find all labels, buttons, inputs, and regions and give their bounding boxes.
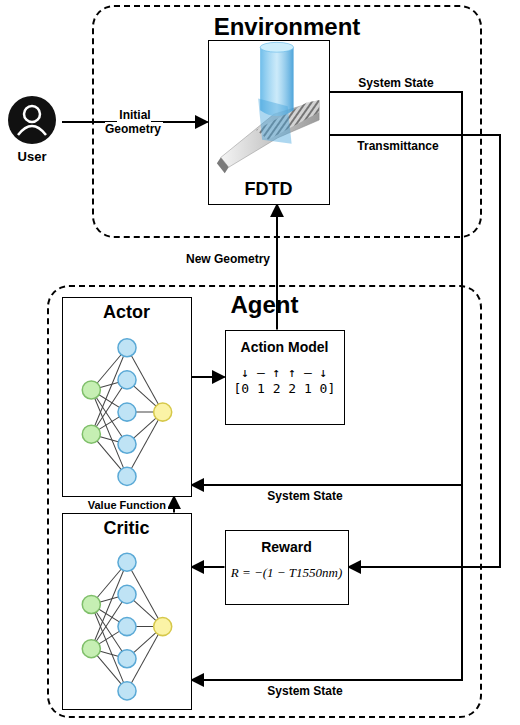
node-title: User <box>4 149 60 164</box>
flow-arrow <box>173 497 175 513</box>
flow-arrow <box>192 376 225 378</box>
node-body: [0 1 2 2 1 0] <box>234 381 336 397</box>
node-title: Actor <box>63 298 191 323</box>
edge-label: New Geometry <box>184 252 272 266</box>
edge-label: Value Function <box>86 499 168 511</box>
actor-box: Actor <box>62 297 192 497</box>
flow-arrow <box>192 566 225 568</box>
action-model-box: Action Model ↓ – ↑ ↑ – ↓[0 1 2 2 1 0] <box>225 330 345 425</box>
node-title: Reward <box>261 539 312 555</box>
edge-label: System State <box>265 489 344 503</box>
node-title: Action Model <box>241 339 329 355</box>
node-body: ↓ – ↑ ↑ – ↓ <box>234 365 328 381</box>
node-title: Critic <box>63 514 191 539</box>
node-body: R = −(1 − T1550nm) <box>231 565 343 581</box>
reward-box: Reward R = −(1 − T1550nm) <box>225 530 349 605</box>
edge-label: Transmittance <box>355 139 440 153</box>
neural-net-icon <box>63 298 191 496</box>
fdtd-box: FDTD <box>208 40 330 205</box>
signal-label: System State <box>356 76 435 90</box>
user-icon <box>4 95 60 145</box>
node-title: Environment <box>94 13 480 41</box>
node-title: FDTD <box>209 179 329 200</box>
flow-arrow <box>330 135 501 567</box>
edge-label: Initial Geometry <box>105 108 163 136</box>
user-actor: User <box>4 95 60 167</box>
critic-box: Critic <box>62 513 192 710</box>
neural-net-icon <box>63 514 191 709</box>
edge-label: System State <box>265 684 344 698</box>
